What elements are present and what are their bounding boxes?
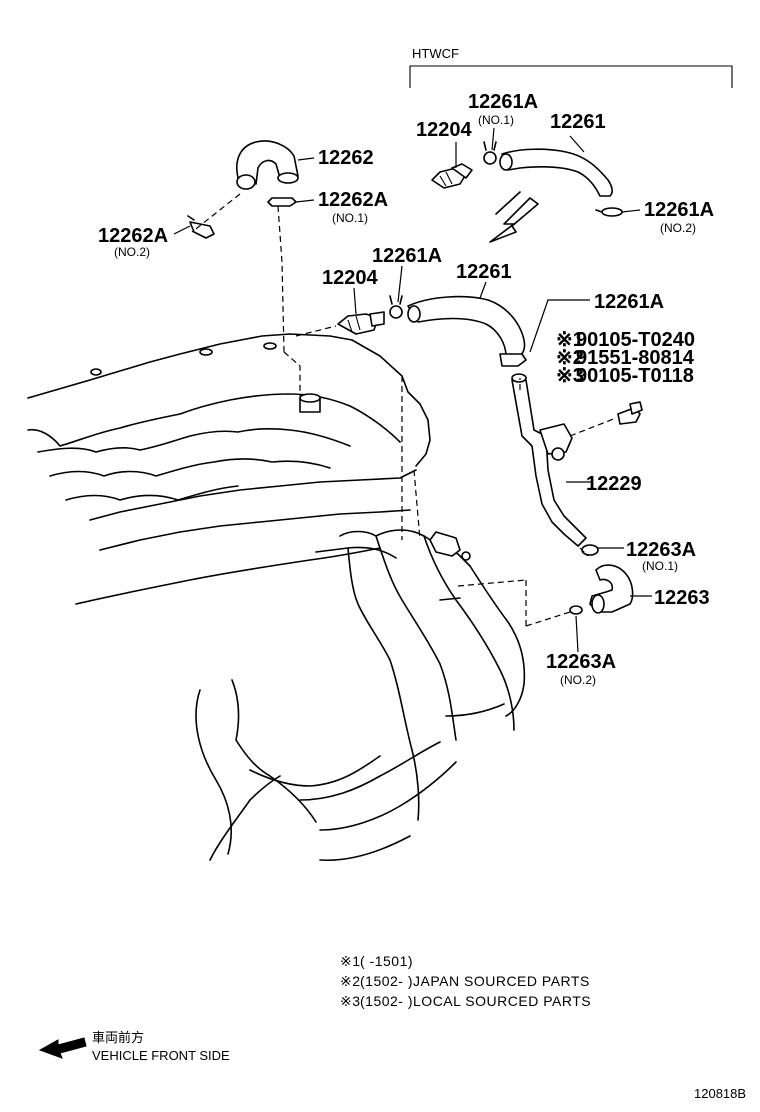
clip-top-no2 bbox=[595, 207, 623, 217]
htwcf-label: HTWCF bbox=[412, 46, 459, 61]
diagram-id: 120818B bbox=[694, 1086, 746, 1101]
label-12263A-no1-sub: (NO.1) bbox=[642, 559, 678, 573]
note-3-text: (1502- )LOCAL SOURCED PARTS bbox=[360, 993, 591, 1009]
label-12261A-top-sub: (NO.1) bbox=[478, 113, 514, 127]
note-1-mark: ※1 bbox=[340, 953, 361, 969]
label-12262A-no2-sub: (NO.2) bbox=[114, 245, 150, 259]
note-3-mark: ※3 bbox=[340, 993, 361, 1009]
htwcf-assembly bbox=[431, 141, 623, 243]
hose-12262 bbox=[187, 140, 299, 239]
part-labels: 12261A (NO.1) 12204 12261 12261A (NO.2) … bbox=[98, 91, 714, 687]
leader-lines bbox=[173, 127, 652, 653]
label-12262A-no1: 12262A bbox=[318, 189, 388, 211]
vehicle-front-indicator: 車両前方 VEHICLE FRONT SIDE bbox=[38, 1030, 230, 1063]
label-12261-mid: 12261 bbox=[456, 261, 512, 283]
variant-1-mark: ※1 bbox=[556, 329, 584, 351]
label-12204-mid: 12204 bbox=[322, 267, 378, 289]
mid-assembly bbox=[337, 295, 527, 367]
label-12263: 12263 bbox=[654, 587, 710, 609]
direction-arrow bbox=[489, 191, 539, 243]
label-12263A-no2: 12263A bbox=[546, 651, 616, 673]
variant-2-mark: ※2 bbox=[556, 347, 584, 369]
label-12261A-right: 12261A bbox=[594, 291, 664, 313]
variant-3-mark: ※3 bbox=[556, 365, 584, 387]
label-12261A-top-no2: 12261A bbox=[644, 199, 714, 221]
guide-lines bbox=[191, 193, 617, 627]
pcv-valve-top bbox=[431, 163, 473, 189]
label-12262: 12262 bbox=[318, 147, 374, 169]
note-2-text: (1502- )JAPAN SOURCED PARTS bbox=[360, 973, 590, 989]
footnotes: ※1 ( -1501) ※2 (1502- )JAPAN SOURCED PAR… bbox=[340, 953, 591, 1009]
hose-12263 bbox=[569, 564, 634, 615]
hose-top bbox=[499, 148, 613, 197]
note-2-mark: ※2 bbox=[340, 973, 361, 989]
label-12262A-no1-sub: (NO.1) bbox=[332, 211, 368, 225]
front-label-jp: 車両前方 bbox=[92, 1030, 144, 1045]
label-12229: 12229 bbox=[586, 473, 642, 495]
label-12261A-top-no2-sub: (NO.2) bbox=[660, 221, 696, 235]
htwcf-bracket: HTWCF bbox=[409, 46, 733, 88]
front-label-en: VEHICLE FRONT SIDE bbox=[92, 1048, 230, 1063]
note-1-text: ( -1501) bbox=[360, 953, 413, 969]
label-12263A-no2-sub: (NO.2) bbox=[560, 673, 596, 687]
variant-1-number: 90105-T0240 bbox=[576, 329, 695, 351]
label-12262A-no2: 12262A bbox=[98, 225, 168, 247]
variant-list: ※1 90105-T0240 ※2 91551-80814 ※3 90105-T… bbox=[556, 329, 695, 387]
label-12204-top: 12204 bbox=[416, 119, 472, 141]
variant-2-number: 91551-80814 bbox=[576, 347, 695, 369]
pipe-12229 bbox=[511, 373, 643, 556]
label-12261A-mid: 12261A bbox=[372, 245, 442, 267]
front-arrow-icon bbox=[38, 1037, 87, 1059]
label-12261-top: 12261 bbox=[550, 111, 606, 133]
label-12261A-top: 12261A bbox=[468, 91, 538, 113]
label-12263A-no1: 12263A bbox=[626, 539, 696, 561]
engine-illustration bbox=[27, 333, 526, 862]
variant-3-number: 90105-T0118 bbox=[576, 365, 694, 387]
clip-top-no1 bbox=[483, 141, 497, 165]
